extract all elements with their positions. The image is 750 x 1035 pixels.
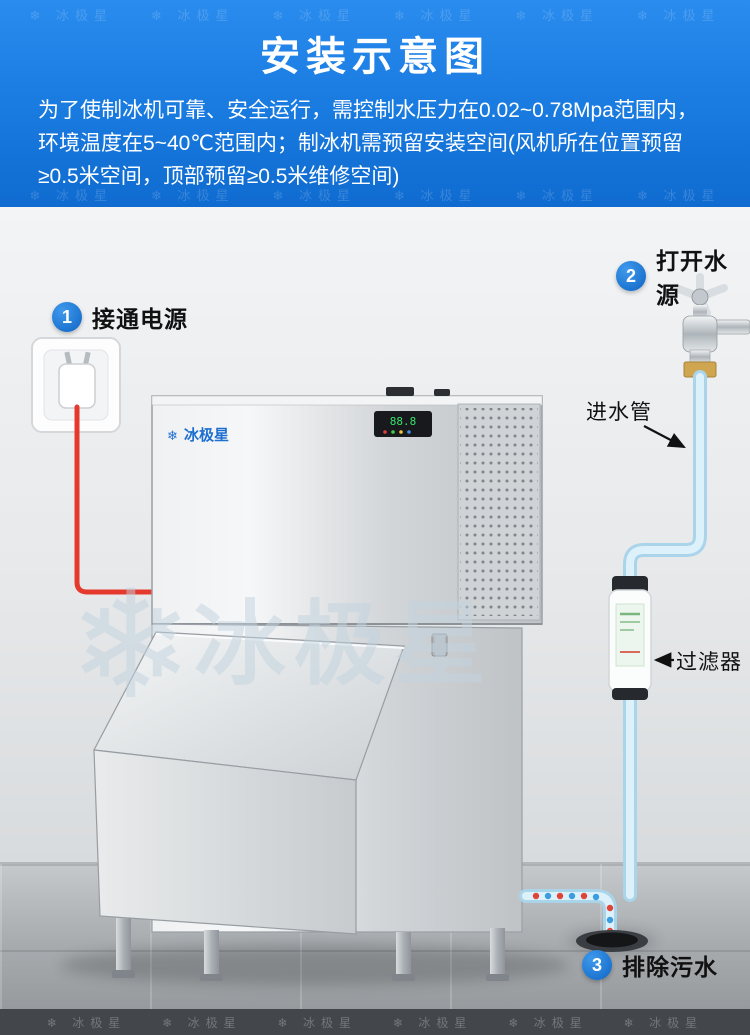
bin-front-panel xyxy=(93,749,357,935)
header-banner: ❄ 冰极星 ❄ 冰极星 ❄ 冰极星 ❄ 冰极星 ❄ 冰极星 ❄ 冰极星 安装示意… xyxy=(0,0,750,207)
machine-shadow xyxy=(60,945,570,985)
filter-label: 过滤器 xyxy=(676,651,742,674)
floor-drain xyxy=(576,930,648,952)
header-description: 为了使制冰机可靠、安全运行，需控制水压力在0.02~0.78Mpa范围内，环境温… xyxy=(38,99,698,189)
drain-pipe xyxy=(519,889,617,941)
step-2-label: 打开水源 xyxy=(656,248,728,308)
step-3-label: 排除污水 xyxy=(622,954,718,980)
step-1-number-badge: 1 xyxy=(52,302,82,332)
page-title: 安装示意图 xyxy=(260,35,490,79)
indicator-light xyxy=(391,430,395,434)
machine-legs xyxy=(112,918,509,981)
step-1-label: 接通电源 xyxy=(92,306,188,332)
indicator-light xyxy=(399,430,403,434)
power-cord xyxy=(74,404,156,595)
inlet-pipe-arrow xyxy=(643,425,686,449)
water-inlet-pipe xyxy=(623,370,707,902)
faucet-body xyxy=(682,315,718,353)
machine-brand-label: 冰极星 xyxy=(184,426,229,444)
ice-machine: 88.8 ❄ 冰极星 xyxy=(93,387,543,981)
bin-latch xyxy=(431,633,448,657)
power-plug xyxy=(58,363,96,409)
step-3-number-badge: 3 xyxy=(582,950,612,980)
control-panel: 88.8 xyxy=(374,411,432,437)
footer-watermark-bar: ❄ 冰极星 ❄ 冰极星 ❄ 冰极星 ❄ 冰极星 ❄ 冰极星 ❄ 冰极星 xyxy=(0,1009,750,1035)
step-3-drain-waste: 3 排除污水 xyxy=(582,948,718,982)
inlet-pipe-label: 进水管 xyxy=(586,401,652,424)
machine-brand-snowflake-icon: ❄ xyxy=(167,428,178,443)
watermark-row-bottom: ❄ 冰极星 ❄ 冰极星 ❄ 冰极星 ❄ 冰极星 ❄ 冰极星 ❄ 冰极星 xyxy=(46,1015,704,1030)
water-filter xyxy=(608,576,652,700)
indicator-light xyxy=(407,430,411,434)
step-2-open-water: 2 打开水源 xyxy=(616,242,750,310)
water-faucet xyxy=(672,273,750,378)
step-1-connect-power: 1 接通电源 xyxy=(52,300,188,334)
step-2-number-badge: 2 xyxy=(616,261,646,291)
machine-display: 88.8 xyxy=(390,415,417,428)
indicator-light xyxy=(383,430,387,434)
